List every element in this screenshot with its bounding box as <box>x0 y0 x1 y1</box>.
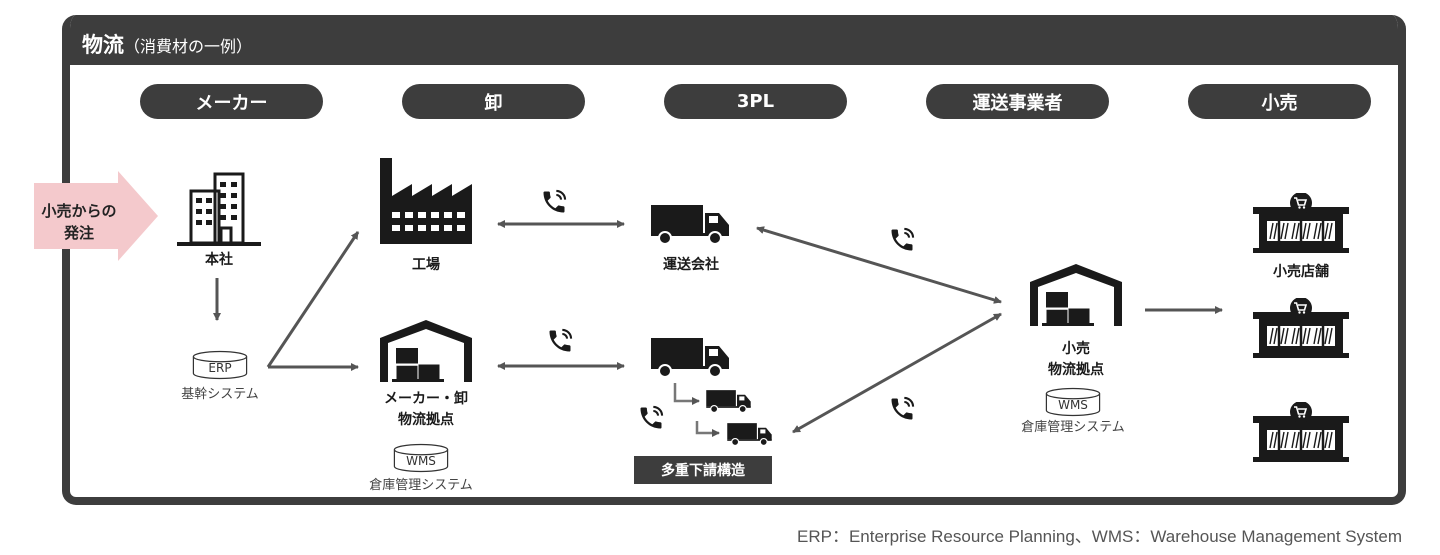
wms-right-caption: 倉庫管理システム <box>1021 420 1125 435</box>
arrow-subcontract-1 <box>673 383 700 405</box>
truck-icon <box>651 203 731 245</box>
order-line1: 小売からの <box>41 202 117 220</box>
phone-icon <box>888 395 916 423</box>
erp-database: ERP <box>192 350 248 380</box>
phone-icon <box>888 226 916 254</box>
store-icon <box>1253 298 1349 358</box>
factory-label: 工場 <box>412 257 440 273</box>
retail-hub-line2: 物流拠点 <box>1048 362 1104 378</box>
maker-hub-line1: メーカー・卸 <box>384 391 468 407</box>
column-wholesale: 卸 <box>402 84 585 119</box>
headquarters-label: 本社 <box>205 252 233 268</box>
column-retail: 小売 <box>1188 84 1371 119</box>
multi-layer-subcontract-badge: 多重下請構造 <box>634 456 772 484</box>
retail-stores-label: 小売店舗 <box>1273 264 1329 280</box>
building-icon <box>177 172 261 246</box>
order-from-retail: 小売からの 発注 <box>34 200 124 244</box>
store-icon <box>1253 402 1349 462</box>
phone-icon <box>637 404 665 432</box>
wms-database-right: WMS <box>1045 387 1101 417</box>
column-maker: メーカー <box>140 84 323 119</box>
erp-db-label: ERP <box>208 361 232 375</box>
truck-icon <box>651 336 731 378</box>
retail-hub-label: 小売 物流拠点 <box>1016 339 1136 381</box>
factory-icon <box>380 158 472 244</box>
warehouse-icon <box>1028 262 1124 326</box>
wms-left-caption: 倉庫管理システム <box>369 478 473 493</box>
frame-subtitle: （消費材の一例） <box>124 37 253 56</box>
maker-wholesale-hub-label: メーカー・卸 物流拠点 <box>358 389 494 431</box>
column-carrier: 運送事業者 <box>926 84 1109 119</box>
arrow-subcontract-retailhub <box>792 312 1002 434</box>
frame-header: 物流（消費材の一例） <box>70 15 1398 65</box>
wms-right-db-label: WMS <box>1058 398 1088 412</box>
wms-database-left: WMS <box>393 443 449 473</box>
phone-icon <box>540 188 568 216</box>
arrow-subcontract-2 <box>695 421 720 437</box>
column-3pl: 3PL <box>664 84 847 119</box>
wms-left-db-label: WMS <box>406 454 436 468</box>
retail-hub-line1: 小売 <box>1062 341 1090 357</box>
arrow-erp-to-factory <box>266 231 360 368</box>
order-line2: 発注 <box>63 224 94 242</box>
transport-company-label: 運送会社 <box>663 257 719 273</box>
footnote: ERP：Enterprise Resource Planning、WMS：War… <box>796 527 1402 546</box>
warehouse-icon <box>378 318 474 382</box>
phone-icon <box>546 327 574 355</box>
frame-title-main: 物流 <box>82 33 124 57</box>
order-arrow-shape <box>34 171 158 261</box>
small-truck-icon <box>727 422 773 446</box>
erp-caption: 基幹システム <box>181 387 259 402</box>
store-icon <box>1253 193 1349 253</box>
frame-title: 物流（消費材の一例） <box>82 29 252 59</box>
maker-hub-line2: 物流拠点 <box>398 412 454 428</box>
small-truck-icon <box>706 389 752 413</box>
arrow-transport-retailhub <box>756 226 1002 304</box>
